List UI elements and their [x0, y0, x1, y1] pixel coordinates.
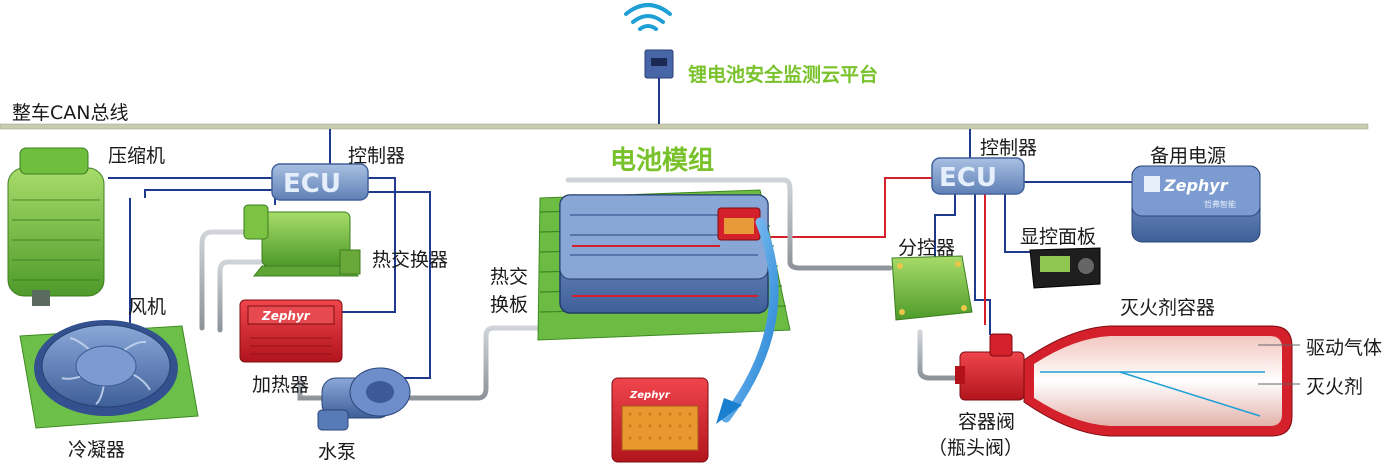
display-panel-label: 显控面板: [1020, 226, 1097, 248]
ecu-left-title: 控制器: [348, 145, 406, 167]
sub-controller: [891, 255, 973, 321]
valve-label: 容器阀: [958, 411, 1016, 433]
ecu-right: [931, 157, 1025, 195]
heat-plate-label-1: 热交: [490, 266, 529, 288]
ecu-right-title: 控制器: [980, 137, 1038, 159]
ecu-left: [271, 163, 369, 201]
fan-label: 风机: [128, 296, 167, 318]
ecu-left-label: ECU: [283, 169, 341, 199]
cloud-platform-label: 锂电池安全监测云平台: [688, 64, 879, 86]
ecu-right-label: ECU: [939, 163, 997, 193]
detector-brand: Zephyr: [629, 390, 671, 401]
compressor: [7, 147, 105, 306]
wifi-icon: [624, 3, 672, 31]
heat-exchanger: [243, 204, 361, 277]
fan: [34, 320, 178, 416]
backup-power: Zephyr 哲弗智能: [1131, 165, 1261, 243]
signal-wiring: [108, 129, 1135, 379]
heater-label: 加热器: [252, 374, 310, 396]
valve-label-sub: （瓶头阀）: [928, 437, 1024, 459]
condenser-label: 冷凝器: [68, 439, 126, 461]
water-pump: [317, 367, 411, 431]
can-bus-line: [0, 123, 1369, 130]
heater-brand: Zephyr: [261, 309, 311, 323]
heater: Zephyr: [239, 299, 343, 363]
backup-power-brand: Zephyr: [1163, 176, 1229, 195]
enlarge-arrow-head: [716, 398, 742, 424]
backup-power-brand-sub: 哲弗智能: [1204, 199, 1236, 209]
compressor-label: 压缩机: [108, 145, 166, 167]
cloud-gateway-device: [644, 49, 674, 124]
battery-detector: [717, 207, 761, 241]
heat-exchanger-label: 热交换器: [372, 249, 449, 271]
display-panel: [1029, 247, 1101, 289]
sub-controller-label: 分控器: [898, 237, 956, 259]
backup-power-label: 备用电源: [1150, 145, 1227, 167]
extinguishing-agent-label: 灭火剂: [1306, 376, 1364, 398]
container-valve: [955, 333, 1025, 401]
heat-plate-label-2: 换板: [490, 294, 529, 316]
enlarge-arrow: [721, 217, 779, 423]
extinguisher-container: [1023, 325, 1293, 437]
pump-label: 水泵: [318, 441, 357, 463]
battery-module-label: 电池模组: [610, 146, 715, 176]
coolant-pipes: [37, 177, 963, 401]
can-bus-label: 整车CAN总线: [12, 102, 129, 124]
power-wiring: [760, 177, 986, 325]
detector-enlarged: Zephyr: [611, 377, 709, 463]
battery-module: [559, 194, 769, 314]
drive-gas-label: 驱动气体: [1306, 337, 1383, 359]
extinguisher-container-label: 灭火剂容器: [1120, 297, 1216, 319]
